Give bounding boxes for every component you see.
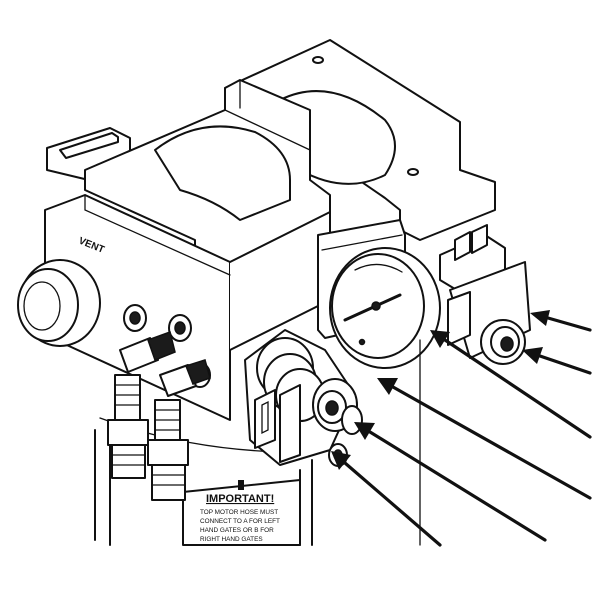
pointer-arrows: [331, 310, 592, 547]
placard-hole: [238, 480, 244, 490]
pointer-arrow-4: [377, 378, 592, 500]
gauge-pivot: [371, 301, 381, 311]
right-fitting: [439, 224, 531, 365]
important-placard: IMPORTANT! TOP MOTOR HOSE MUST CONNECT T…: [182, 479, 301, 546]
hose-fitting-right: [147, 359, 211, 501]
yoke-block: [84, 79, 331, 286]
top-mounting-plate: [46, 39, 496, 241]
hose-fitting-left: [107, 331, 176, 479]
pointer-arrow-5: [354, 422, 547, 542]
pointer-arrow-2: [522, 347, 592, 375]
placard-title: IMPORTANT!: [206, 493, 274, 505]
placard-line-3: HAND GATES OR B FOR: [200, 527, 274, 534]
placard-line-4: RIGHT HAND GATES: [200, 536, 263, 543]
vent-knob: [17, 259, 101, 347]
motor-valve-assembly: [244, 329, 363, 467]
pointer-arrow-6: [331, 451, 442, 547]
placard-line-2: CONNECT TO A FOR LEFT: [200, 518, 280, 525]
pointer-arrow-1: [530, 310, 592, 332]
placard-line-1: TOP MOTOR HOSE MUST: [200, 509, 278, 516]
pointer-arrow-3: [430, 330, 592, 439]
pressure-gauge: [329, 247, 441, 369]
